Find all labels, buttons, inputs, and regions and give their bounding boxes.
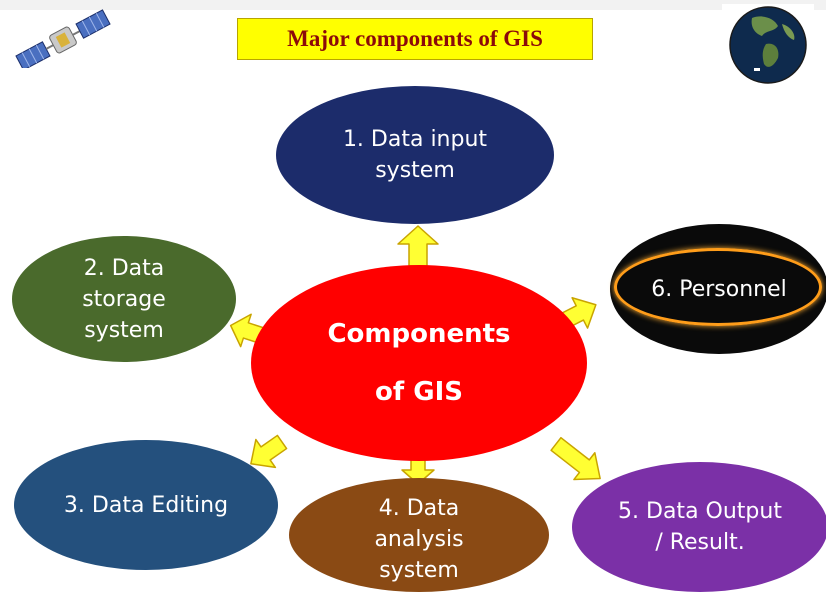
arrow-to-input bbox=[397, 225, 439, 267]
satellite-icon bbox=[15, 9, 111, 68]
data-output-label: 5. Data Output / Result. bbox=[618, 499, 782, 555]
data-analysis-node: 4. Data analysis system bbox=[289, 478, 549, 592]
earth-globe-icon bbox=[722, 4, 814, 86]
personnel-node: 6. Personnel bbox=[610, 224, 826, 354]
arrow-to-output bbox=[550, 436, 601, 481]
data-storage-label: 2. Data storage system bbox=[82, 255, 166, 343]
data-editing-label: 3. Data Editing bbox=[63, 492, 229, 518]
data-input-node: 1. Data input system bbox=[276, 86, 554, 224]
data-analysis-label: 4. Data analysis system bbox=[374, 495, 464, 583]
personnel-label: 6. Personnel bbox=[651, 276, 787, 302]
page-title: Major components of GIS bbox=[237, 18, 593, 60]
data-editing-node: 3. Data Editing bbox=[14, 440, 278, 570]
arrow-to-editing bbox=[250, 434, 288, 469]
components-center-node: Components of GIS bbox=[251, 265, 587, 461]
data-input-label: 1. Data input system bbox=[342, 127, 488, 183]
center-label-line1: Components bbox=[327, 319, 511, 349]
data-output-node: 5. Data Output / Result. bbox=[572, 462, 826, 592]
center-label-line2: of GIS bbox=[375, 377, 463, 407]
top-strip bbox=[0, 0, 826, 10]
data-storage-node: 2. Data storage system bbox=[12, 236, 236, 362]
